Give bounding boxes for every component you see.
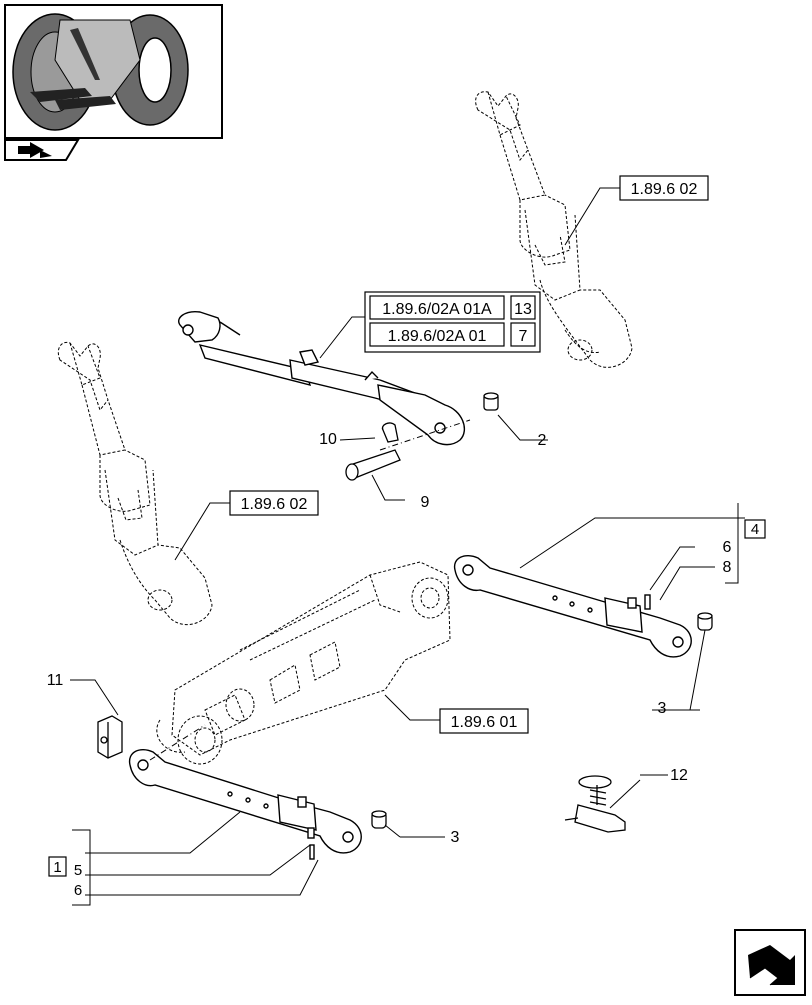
- ref-toplink-a-qty: 13: [514, 301, 532, 318]
- ref-left-label: 1.89.6 02: [241, 496, 308, 513]
- callout-12: 12: [670, 767, 688, 784]
- bush-part-2[interactable]: [483, 392, 499, 411]
- ref-box-right-top[interactable]: 1.89.6 02: [619, 175, 709, 201]
- callout-1-box[interactable]: 1: [48, 856, 67, 877]
- callout-3-right: 3: [658, 700, 667, 717]
- lift-rod-right-reference: [475, 91, 633, 368]
- back-arrow-icon[interactable]: [4, 139, 80, 161]
- callout-9: 9: [421, 494, 430, 511]
- callout-6-right: 6: [723, 539, 732, 556]
- ref-toplink-b-qty: 7: [519, 328, 528, 345]
- leader-lines: [70, 187, 745, 906]
- lower-link-right[interactable]: [453, 554, 692, 658]
- ref-toplink-b-label: 1.89.6/02A 01: [388, 328, 487, 345]
- bush-part-3-right[interactable]: [697, 612, 713, 631]
- ref-right-top-label: 1.89.6 02: [631, 181, 698, 198]
- axis-line-bottom: [149, 724, 206, 761]
- tractor-thumbnail[interactable]: [4, 4, 223, 139]
- pin-part-9[interactable]: [345, 449, 401, 481]
- ref-toplink-a-label: 1.89.6/02A 01A: [382, 301, 492, 318]
- callout-8: 8: [723, 559, 732, 576]
- lift-rod-left-reference: [57, 341, 213, 626]
- clip-part-10[interactable]: [381, 422, 399, 443]
- callout-3-bottom: 3: [451, 829, 460, 846]
- top-link-assembly[interactable]: [178, 310, 465, 446]
- callout-6-bottom: 6: [74, 882, 82, 899]
- leader-lines-extra: [400, 439, 690, 838]
- spring-pin-part-12[interactable]: [564, 775, 626, 833]
- bush-part-3-bottom[interactable]: [371, 810, 387, 829]
- ref-box-left[interactable]: 1.89.6 02: [229, 490, 319, 516]
- next-page-arrow-icon[interactable]: [734, 929, 806, 996]
- clamp-part-11[interactable]: [97, 715, 123, 759]
- ref-center-bottom-label: 1.89.6 01: [451, 714, 518, 731]
- axle-housing-reference: [156, 561, 451, 765]
- callout-10: 10: [319, 431, 337, 448]
- ref-box-center-bottom[interactable]: 1.89.6 01: [439, 708, 529, 734]
- callout-1: 1: [53, 859, 61, 876]
- lower-link-left[interactable]: [128, 748, 362, 860]
- callout-4-box[interactable]: 4: [744, 519, 766, 539]
- axis-line-top: [379, 419, 471, 451]
- callout-11: 11: [47, 672, 64, 689]
- ref-group-toplink[interactable]: 1.89.6/02A 01A 13 1.89.6/02A 01 7: [364, 291, 541, 353]
- callout-4: 4: [751, 521, 759, 538]
- callout-5: 5: [74, 862, 82, 879]
